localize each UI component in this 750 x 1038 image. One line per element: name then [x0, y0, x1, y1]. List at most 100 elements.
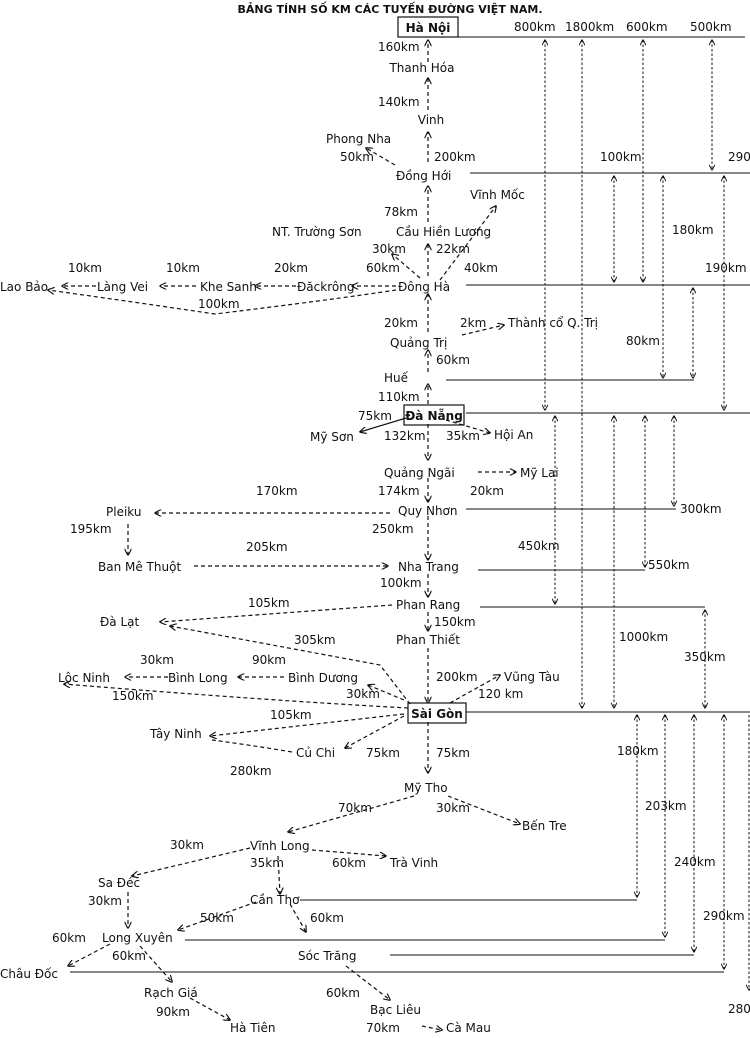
city-rach-gia: Rạch Giá [144, 986, 198, 1000]
dist-label: 30km [436, 801, 470, 815]
route-arrows [48, 40, 520, 1030]
dist-label: 190km [705, 261, 747, 275]
city-khe-sanh: Khe Sanh [200, 280, 257, 294]
dist-label: 75km [436, 746, 470, 760]
dist-label: 2km [460, 316, 486, 330]
city-hoi-an: Hội An [494, 428, 533, 442]
dist-label: 1800km [565, 20, 614, 34]
dist-label: 170km [256, 484, 298, 498]
dist-label: 60km [112, 949, 146, 963]
city-cu-chi: Củ Chi [296, 746, 335, 760]
city-long-xuyen: Long Xuyên [102, 931, 173, 945]
dist-label: 195km [70, 522, 112, 536]
dist-label: 100km [600, 150, 642, 164]
city-sai-gon: Sài Gòn [411, 707, 463, 721]
dist-label: 105km [270, 708, 312, 722]
city-tra-vinh: Trà Vinh [389, 856, 438, 870]
dist-label: 60km [326, 986, 360, 1000]
dist-label: 100km [198, 297, 240, 311]
dist-label: 75km [358, 409, 392, 423]
dist-label: 20km [470, 484, 504, 498]
city-can-tho: Cần Thơ [250, 893, 300, 907]
dist-label: 105km [248, 596, 290, 610]
dist-label: 60km [366, 261, 400, 275]
dist-label: 110km [378, 390, 420, 404]
dist-label: 30km [346, 687, 380, 701]
dist-label: 600km [626, 20, 668, 34]
city-vinh-long: Vĩnh Long [250, 839, 310, 853]
dist-label: 100km [380, 576, 422, 590]
dist-label: 30km [88, 894, 122, 908]
dist-label: 350km [684, 650, 726, 664]
da-nang-box [403, 404, 465, 426]
city-vung-tau: Vũng Tàu [504, 670, 560, 684]
dist-label: 300km [680, 502, 722, 516]
city-my-son: Mỹ Sơn [310, 430, 354, 444]
city-quang-tri: Quảng Trị [390, 336, 447, 350]
city-vinh-moc: Vĩnh Mốc [470, 188, 525, 202]
city-sa-dec: Sa Đéc [98, 876, 140, 890]
city-ca-mau: Cà Mau [446, 1021, 491, 1035]
dist-label: 10km [68, 261, 102, 275]
diagram-title: BẢNG TÍNH SỐ KM CÁC TUYẾN ĐƯỜNG VIỆT NAM… [237, 1, 542, 16]
city-nt-truong-son: NT. Trường Sơn [272, 225, 362, 239]
dist-label: 205km [246, 540, 288, 554]
dist-label: 30km [140, 653, 174, 667]
distance-labels: 160km 140km 200km 50km 78km 30km 22km 60… [52, 40, 523, 1035]
dist-label: 90km [156, 1005, 190, 1019]
city-ben-tre: Bến Tre [522, 819, 567, 833]
dist-label: 78km [384, 205, 418, 219]
city-hue: Huế [384, 371, 409, 385]
city-bac-lieu: Bạc Liêu [370, 1003, 421, 1017]
dist-label: 200km [434, 150, 476, 164]
city-dong-hoi: Đồng Hới [396, 169, 451, 183]
city-chau-doc: Châu Đốc [0, 967, 58, 981]
dist-label: 40km [464, 261, 498, 275]
vertical-distance-arrows [545, 40, 749, 990]
dist-label: 35km [446, 429, 480, 443]
city-labels: Hà Nội Thanh Hóa Vinh Phong Nha Đồng Hới… [0, 21, 598, 1035]
city-quy-nhon: Quy Nhơn [398, 504, 458, 518]
dist-label: 1000km [619, 630, 668, 644]
city-ha-tien: Hà Tiên [230, 1021, 275, 1035]
city-thanh-co-quang-tri: Thành cổ Q. Trị [507, 316, 598, 330]
dist-label: 280km [230, 764, 272, 778]
dist-label: 132km [384, 429, 426, 443]
dist-label: 90km [252, 653, 286, 667]
city-vinh: Vinh [418, 113, 445, 127]
city-phan-thiet: Phan Thiết [396, 633, 460, 647]
city-pleiku: Pleiku [106, 505, 141, 519]
city-da-lat: Đà Lạt [100, 615, 140, 629]
city-my-lai: Mỹ Lai [520, 466, 559, 480]
dist-label: 70km [338, 801, 372, 815]
dist-label: 60km [52, 931, 86, 945]
dist-label: 174km [378, 484, 420, 498]
dist-label: 290km [703, 909, 745, 923]
right-distance-labels: 800km 1800km 600km 500km 100km 290 180km… [514, 20, 750, 1016]
dist-label: 60km [332, 856, 366, 870]
dist-label: 180km [617, 744, 659, 758]
city-phan-rang: Phan Rang [396, 598, 460, 612]
dist-label: 450km [518, 539, 560, 553]
city-dackrong: Đăckrông [297, 280, 354, 294]
city-dong-ha: Đông Hà [398, 280, 450, 294]
dist-label: 150km [434, 615, 476, 629]
dist-label: 800km [514, 20, 556, 34]
dist-label: 200km [436, 670, 478, 684]
dist-label: 290 [728, 150, 750, 164]
dist-label: 240km [674, 855, 716, 869]
dist-label: 20km [274, 261, 308, 275]
sai-gon-box [407, 702, 467, 724]
city-nha-trang: Nha Trang [398, 560, 459, 574]
dist-label: 10km [166, 261, 200, 275]
city-loc-ninh: Lộc Ninh [58, 671, 110, 685]
city-phong-nha: Phong Nha [326, 132, 391, 146]
dist-label: 250km [372, 522, 414, 536]
ha-noi-box [397, 16, 459, 38]
dist-label: 550km [648, 558, 690, 572]
dist-label: 203km [645, 799, 687, 813]
dist-label: 75km [366, 746, 400, 760]
city-cau-hien-luong: Cầu Hiền Lương [396, 225, 491, 239]
dist-label: 280 [728, 1002, 750, 1016]
